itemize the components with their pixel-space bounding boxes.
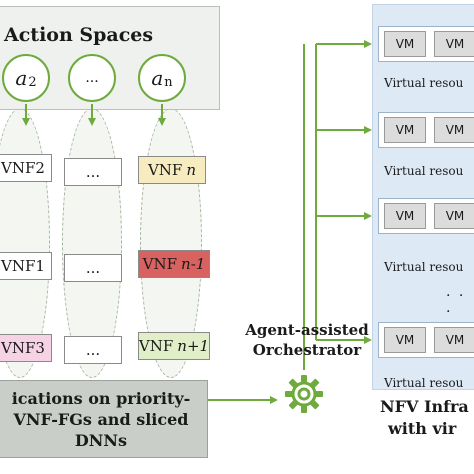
vnf-box-row2-ellipsis-label: ... <box>85 259 101 277</box>
server-1-label: Virtual resou <box>384 76 464 90</box>
applications-line-1: ications on priority- <box>11 388 191 408</box>
vnf-box-vnf-n-1-italic: n-1 <box>181 255 206 273</box>
nfv-servers-ellipsis: . . . <box>446 284 466 316</box>
server-3-vm-1: VM <box>384 203 426 229</box>
server-3-label: Virtual resou <box>384 260 464 274</box>
column-ellipse-2 <box>62 108 122 378</box>
server-4-vm-1: VM <box>384 327 426 353</box>
server-2-vm-2: VM <box>434 117 474 143</box>
orchestrator-label: Agent-assisted Orchestrator <box>236 320 378 360</box>
server-1-vm-2: VM <box>434 31 474 57</box>
vnf-box-vnf2: VNF2 <box>0 154 52 182</box>
orchestrator-line-2: Orchestrator <box>252 341 362 359</box>
vnf-box-vnf3: VNF3 <box>0 334 52 362</box>
action-node-an-sub: n <box>164 74 173 90</box>
action-node-ellipsis-text: ... <box>85 70 99 86</box>
server-3-vm-2: VM <box>434 203 474 229</box>
vnf-box-vnf3-label: VNF3 <box>1 339 45 357</box>
server-2-label: Virtual resou <box>384 164 464 178</box>
applications-box: ications on priority- VNF-FGs and sliced… <box>0 380 208 458</box>
vnf-box-vnf-n-label: VNF <box>147 161 183 179</box>
vnf-box-vnf1: VNF1 <box>0 252 52 280</box>
vnf-box-row3-ellipsis-label: ... <box>85 341 101 359</box>
nfv-title-line-1: NFV Infra <box>380 397 469 416</box>
server-4-label: Virtual resou <box>384 376 464 390</box>
column-ellipse-1 <box>0 108 50 378</box>
action-node-a2-base: a <box>15 66 28 90</box>
action-node-ellipsis: ... <box>68 54 116 102</box>
action-node-a2-sub: 2 <box>28 74 37 90</box>
server-2-vm-1: VM <box>384 117 426 143</box>
vnf-box-vnf1-label: VNF1 <box>1 257 45 275</box>
action-node-an-base: a <box>151 66 164 90</box>
vnf-box-vnf-n-1-label: VNF <box>142 255 178 273</box>
gear-icon <box>285 375 323 413</box>
vnf-box-row1-ellipsis-label: ... <box>85 163 101 181</box>
vnf-box-row1-ellipsis: ... <box>64 158 122 186</box>
nfv-title-line-2: with vir <box>388 419 457 438</box>
vnf-box-vnf-n-italic: n <box>186 161 197 179</box>
orchestrator-line-1: Agent-assisted <box>245 321 369 339</box>
vnf-box-vnf-n-plus-1-label: VNF <box>138 337 174 355</box>
vnf-box-row3-ellipsis: ... <box>64 336 122 364</box>
applications-line-3: DNNs <box>74 430 128 450</box>
vnf-box-row2-ellipsis: ... <box>64 254 122 282</box>
server-1-vm-1: VM <box>384 31 426 57</box>
vnf-box-vnf-n-plus-1-italic: n+1 <box>177 337 210 355</box>
action-spaces-title: Action Spaces <box>4 24 154 46</box>
server-4-vm-2: VM <box>434 327 474 353</box>
applications-line-2: VNF-FGs and sliced <box>13 409 189 429</box>
vnf-box-vnf2-label: VNF2 <box>1 159 45 177</box>
nfv-infrastructure-title: NFV Infra with vir <box>380 396 469 440</box>
